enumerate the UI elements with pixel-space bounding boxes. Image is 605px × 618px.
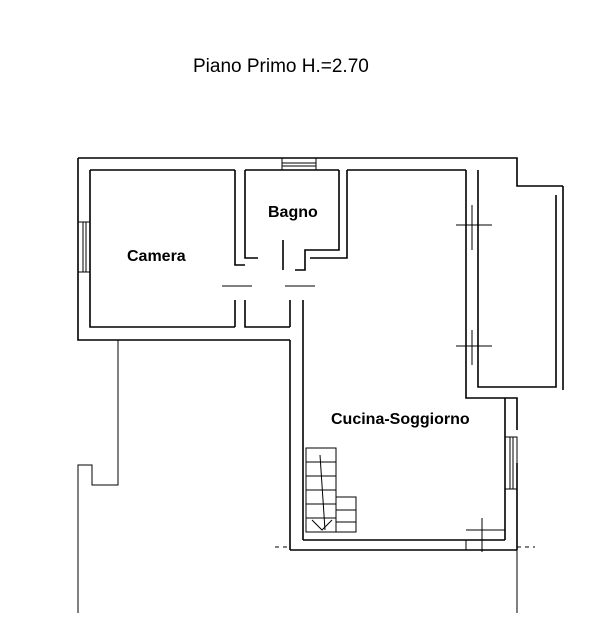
balcony-ticks	[456, 205, 492, 365]
bagno-walls	[234, 170, 348, 271]
right-window	[504, 436, 518, 490]
corridor-walls	[222, 285, 315, 328]
bottom-door	[275, 518, 535, 552]
top-window	[281, 157, 317, 171]
room-label-camera: Camera	[127, 248, 186, 265]
staircase	[305, 447, 357, 533]
terrace-outline	[77, 340, 518, 613]
outer-walls	[77, 157, 564, 551]
room-label-bagno: Bagno	[268, 204, 318, 221]
left-window	[77, 221, 91, 273]
room-label-cucina-soggiorno: Cucina-Soggiorno	[331, 411, 470, 428]
plan-title: Piano Primo H.=2.70	[193, 56, 369, 77]
